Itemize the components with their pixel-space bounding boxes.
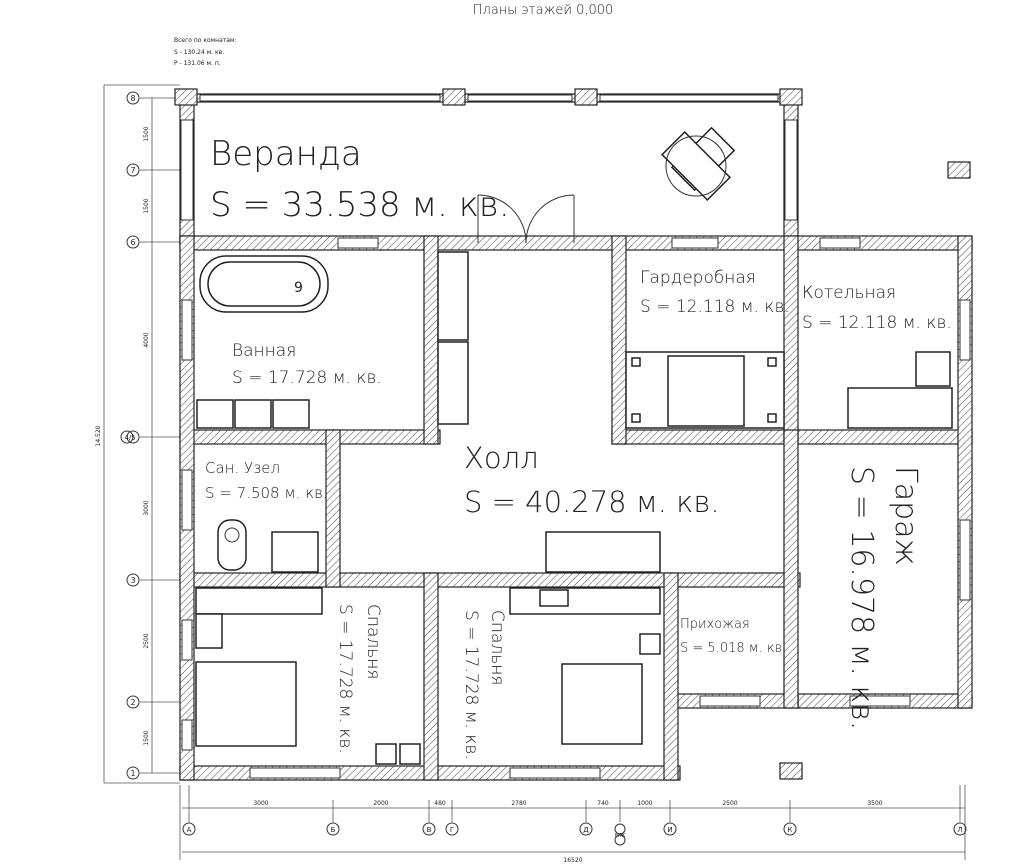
total-height: 14.520 [95,425,102,446]
veranda-name: Веранда [210,134,362,174]
col-axis-i: И [667,826,672,834]
patio-table-set [660,126,736,202]
total-width: 16520 [563,857,582,864]
hall-area: S = 40.278 м. кв. [464,485,720,519]
entry-name: Прихожая [680,617,750,632]
hall-name: Холл [464,441,539,475]
wardrobe-name: Гардеробная [640,268,756,288]
col-dim-3: 480 [434,800,446,807]
plan-title: Планы этажей 0,000 [473,3,614,18]
bedroom1-area: S = 17.728 м. кв. [335,604,355,754]
bath-name: Ванная [232,341,296,361]
row-dim-6: 1500 [143,730,150,745]
col-dim-4: 2780 [511,800,526,807]
bath-number: 9 [294,280,303,296]
door-veranda [477,194,575,244]
bathtub [199,255,329,313]
garage-area: S = 16.978 м. кв. [844,466,879,730]
boiler-furniture [847,351,953,429]
row-axis-7: 7 [130,166,135,175]
col-axis-e-zh: Е/Ж [615,833,626,839]
entry-area: S = 5.018 м. кв. [680,641,786,656]
bedroom2-area: S = 17.728 м. кв. [461,610,481,760]
wc-fixtures [217,519,319,573]
row-axis-1: 1 [130,769,135,778]
row-dim-5: 2500 [143,633,150,648]
col-axis-d: Д [583,826,589,834]
bath-area: S = 17.728 м. кв. [232,368,382,388]
hall-sofa [545,531,661,573]
col-axis-l: Л [957,826,962,834]
wc-area: S = 7.508 м. кв. [205,484,328,502]
col-axis-a: А [187,826,192,834]
col-dim-6: 1000 [637,800,652,807]
bottom-dimension-lines [179,785,966,860]
summary-perimeter: P - 131.06 м. п. [174,60,221,67]
row-dim-1: 1500 [143,126,150,141]
row-dim-4: 3000 [143,500,150,515]
row-axis-6: 6 [130,238,135,247]
veranda-area: S = 33.538 м. кв. [210,185,510,225]
hall-closet [437,251,469,425]
bedroom2-name: Спальня [487,610,507,685]
boiler-name: Котельная [802,283,896,303]
bedroom1-name: Спальня [363,604,383,679]
bedroom2-furniture [509,587,661,745]
col-dim-2: 2000 [373,800,388,807]
row-axis-8: 8 [130,94,135,103]
boiler-area: S = 12.118 м. кв. [802,313,952,333]
summary-header: Всего по комнатам: [174,37,236,44]
wardrobe-furniture [625,351,785,429]
row-axis-lines [140,97,180,774]
col-axis-g: Г [450,826,454,834]
col-dim-5: 740 [597,800,609,807]
windows [180,94,971,779]
row-dim-3: 4000 [143,332,150,347]
column-dimensions: 3000 2000 480 2780 740 1000 2500 3500 16… [253,800,882,864]
garage-name: Гараж [888,466,923,566]
col-axis-k: К [788,826,793,834]
col-dim-7: 2500 [722,800,737,807]
bedroom1-furniture [195,587,421,765]
wardrobe-area: S = 12.118 м. кв. [640,297,790,317]
left-dimension-lines [103,84,180,784]
col-dim-1: 3000 [253,800,268,807]
row-dimensions: 1500 1500 4000 3000 2500 1500 14.520 [95,126,150,745]
row-axis-markers: 8 7 6 4/5 3 2 1 [120,91,140,780]
wc-name: Сан. Узел [205,459,280,477]
col-dim-8: 3500 [867,800,882,807]
column-axis-markers: А Б В Г Д Е/Ж И К Л [182,822,967,846]
room-labels: Веранда S = 33.538 м. кв. Ванная S = 17.… [205,134,952,760]
col-axis-b: Б [331,826,336,834]
row-axis-4-5: 4/5 [124,434,135,442]
summary-area: S - 130.24 м. кв. [174,49,224,56]
row-dim-2: 1500 [143,198,150,213]
row-axis-3: 3 [130,576,135,585]
col-axis-v: В [427,826,432,834]
bath-cabinets [196,399,310,429]
row-axis-2: 2 [130,698,135,707]
